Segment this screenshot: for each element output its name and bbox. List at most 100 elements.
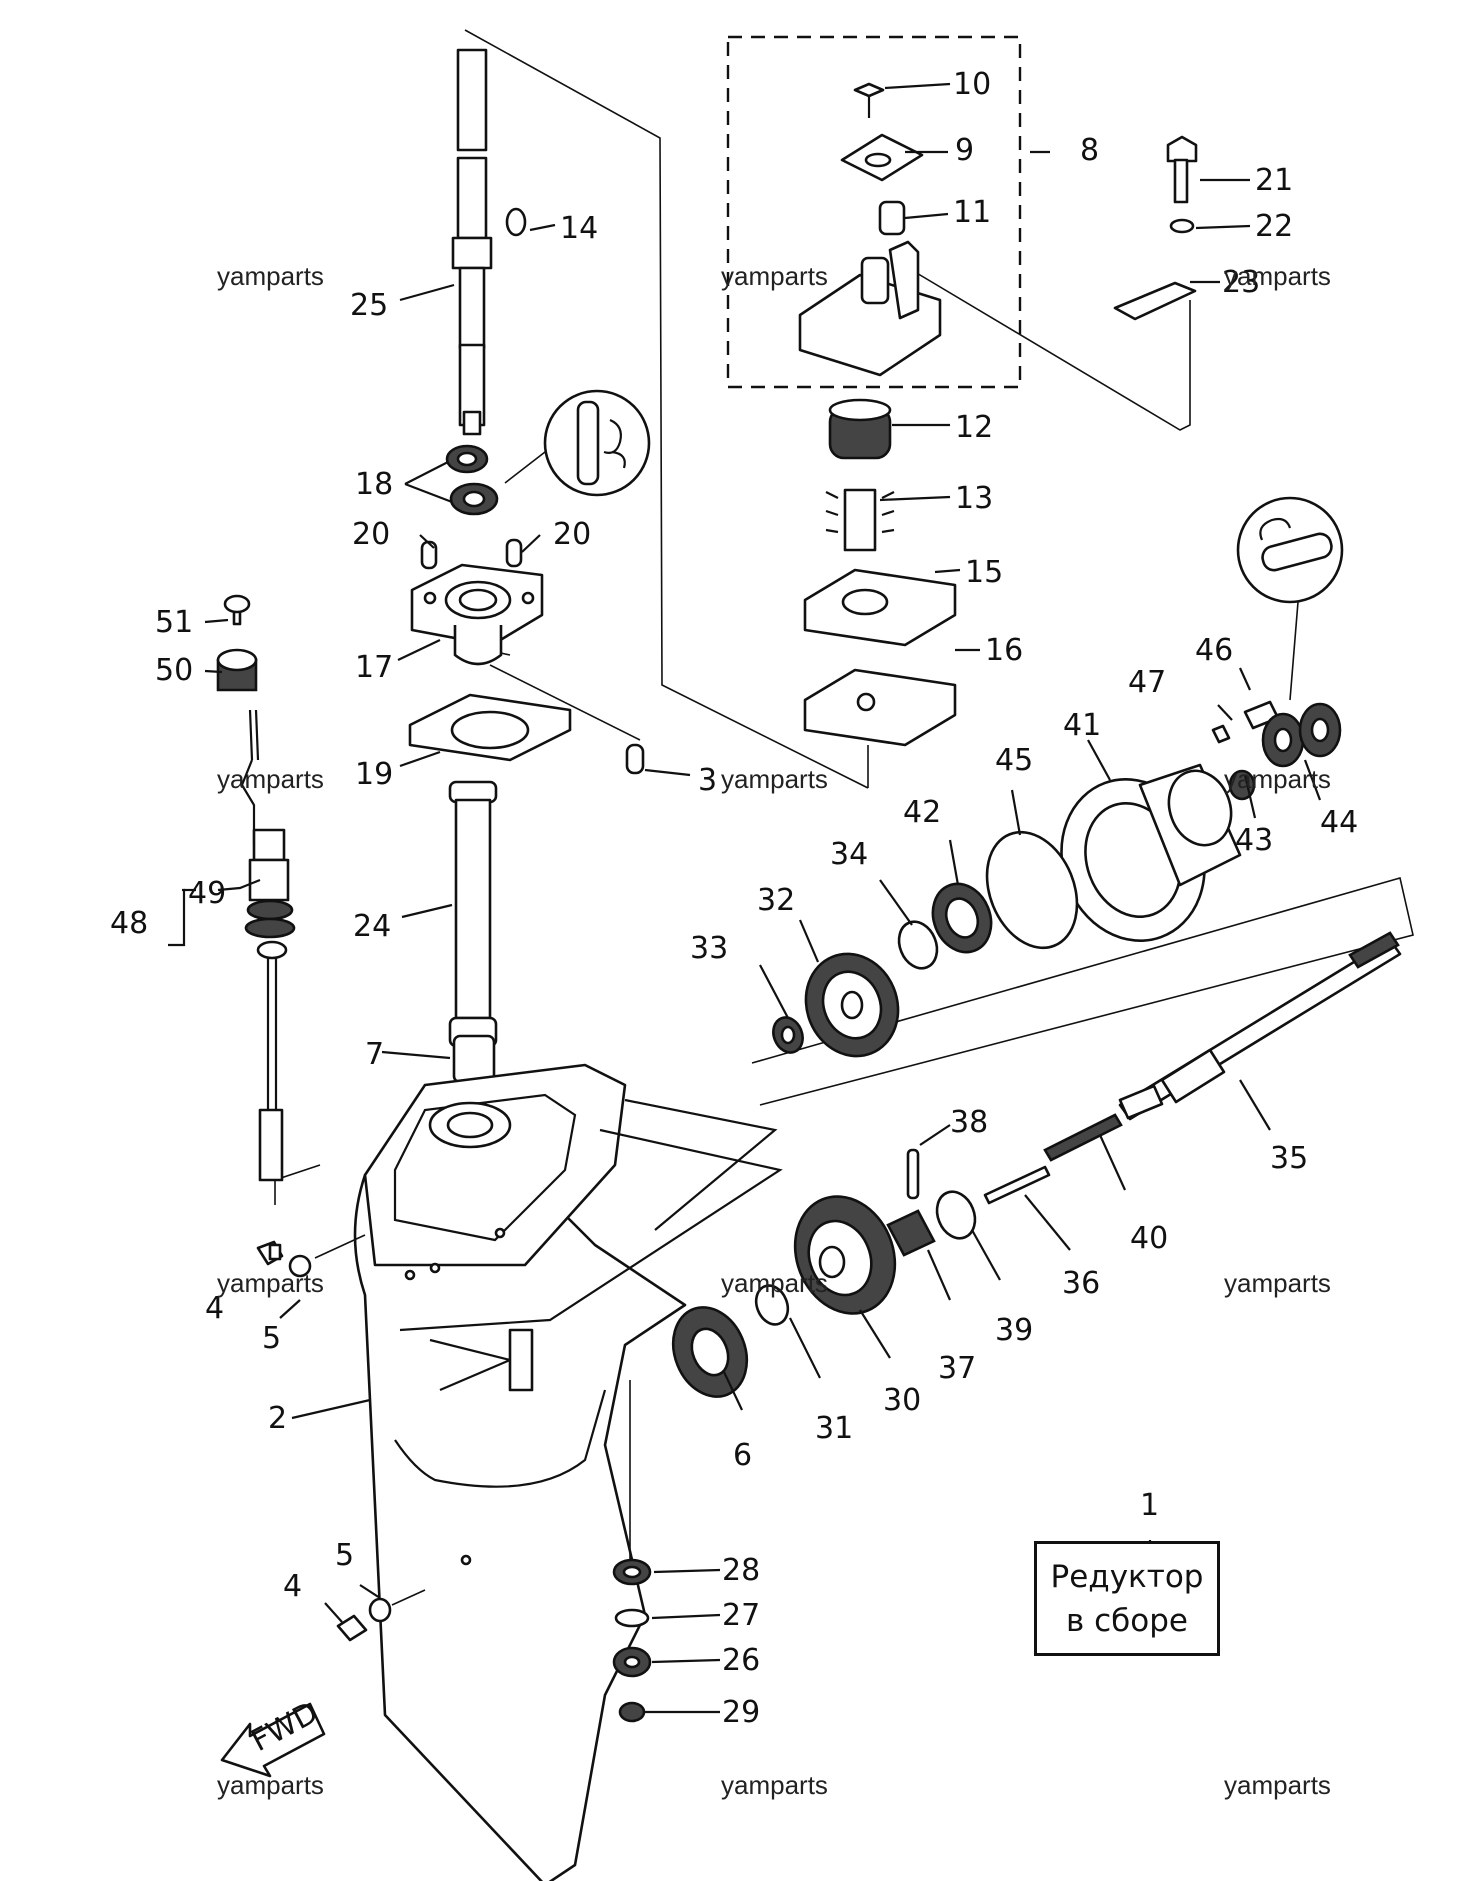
pinion-gear-30 [793,1195,897,1315]
watermark: yamparts [1224,261,1331,291]
part-label-18: 18 [355,467,393,502]
part-label-5-lower: 5 [335,1538,354,1573]
bearing-42-inner [944,897,980,939]
part-label-12: 12 [955,410,993,445]
assembly-label-line2: в сборе [1065,1602,1188,1639]
assembly-label-line1: Редуктор [1050,1558,1204,1595]
part-label-48: 48 [110,906,148,941]
dowel-20-right [505,538,523,568]
lower-case [353,1063,783,1881]
part-label-29: 29 [722,1695,760,1730]
water-tube [448,780,498,1048]
water-pump-parts [798,82,957,747]
drain-plug-upper [256,1234,366,1278]
part-label-51: 51 [155,605,193,640]
pin-38 [906,1148,920,1200]
part-label-4-upper: 4 [205,1291,224,1326]
pin-3 [625,743,645,775]
plunger-36 [983,1165,1051,1205]
assembly-label-box: Редуктор в сборе [1034,1541,1220,1656]
part-label-38: 38 [950,1105,988,1140]
part-label-10: 10 [953,67,991,102]
part-label-50: 50 [155,653,193,688]
oil-seal-housing [410,563,544,666]
part-label-25: 25 [350,288,388,323]
watermark: yamparts [721,764,828,794]
part-label-34: 34 [830,837,868,872]
part-label-40: 40 [1130,1221,1168,1256]
part-label-13: 13 [955,481,993,516]
part-label-15: 15 [965,555,1003,590]
part-label-24: 24 [353,909,391,944]
drive-shaft [451,48,493,436]
dog-clutch-37 [886,1209,936,1257]
shim-34 [897,920,939,970]
part-label-20-right: 20 [553,517,591,552]
part-label-35: 35 [1270,1141,1308,1176]
part-label-43: 43 [1235,823,1273,858]
part-label-14: 14 [560,211,598,246]
part-label-22: 22 [1255,209,1293,244]
part-label-16: 16 [985,633,1023,668]
part-label-42: 42 [903,795,941,830]
needle-bearing-detail-circle [1236,496,1344,701]
leader-lines [168,82,1322,1714]
spring-40 [1043,1113,1123,1162]
water-pump-assembly-frame [726,35,1022,389]
part-label-11: 11 [953,195,991,230]
part-label-37: 37 [938,1351,976,1386]
bearings-18 [445,444,499,516]
part-label-36: 36 [1062,1266,1100,1301]
pin-14 [505,207,527,237]
gasket-19 [408,693,572,762]
part-label-8: 8 [1080,133,1099,168]
part-label-6: 6 [733,1438,752,1473]
drain-plug-lower [336,1589,426,1642]
part-label-2: 2 [268,1401,287,1436]
part-label-20-left: 20 [352,517,390,552]
clip-39 [935,1190,977,1240]
propeller-shaft-housing [1060,700,1342,942]
fwd-arrow-icon [220,1702,326,1778]
shim-31 [754,1284,790,1326]
bearing-6 [671,1306,749,1398]
part-label-7: 7 [365,1037,384,1072]
propeller-nut-stack [612,1380,652,1723]
part-label-49: 49 [188,876,226,911]
part-label-3: 3 [698,763,717,798]
dowel-20-left [420,540,438,570]
part-label-26: 26 [722,1643,760,1678]
watermark: yamparts [721,1268,828,1298]
shift-rod-assembly [216,594,296,1182]
watermark: yamparts [217,1770,324,1800]
part-label-19: 19 [355,757,393,792]
part-label-47: 47 [1128,665,1166,700]
forward-gear-32 [804,952,900,1058]
bracket-parts [1113,135,1198,321]
part-label-45: 45 [995,743,1033,778]
part-label-31: 31 [815,1411,853,1446]
part-label-4-lower: 4 [283,1569,302,1604]
o-ring-45 [985,830,1079,950]
part-label-33: 33 [690,931,728,966]
watermark: yamparts [721,261,828,291]
bush-7 [452,1034,496,1084]
part-label-46: 46 [1195,633,1233,668]
part-label-9: 9 [955,133,974,168]
watermark: yamparts [217,261,324,291]
part-label-23: 23 [1222,265,1260,300]
part-label-17: 17 [355,650,393,685]
part-label-41: 41 [1063,708,1101,743]
part-label-44: 44 [1320,805,1358,840]
watermark: yamparts [721,1770,828,1800]
part-label-39: 39 [995,1313,1033,1348]
part-label-1: 1 [1140,1488,1159,1523]
watermark: yamparts [1224,1770,1331,1800]
watermark: yamparts [1224,764,1331,794]
part-label-5-upper: 5 [262,1321,281,1356]
part-label-28: 28 [722,1553,760,1588]
part-label-32: 32 [757,883,795,918]
shim-33-inner [780,1025,796,1045]
watermark: yamparts [1224,1268,1331,1298]
